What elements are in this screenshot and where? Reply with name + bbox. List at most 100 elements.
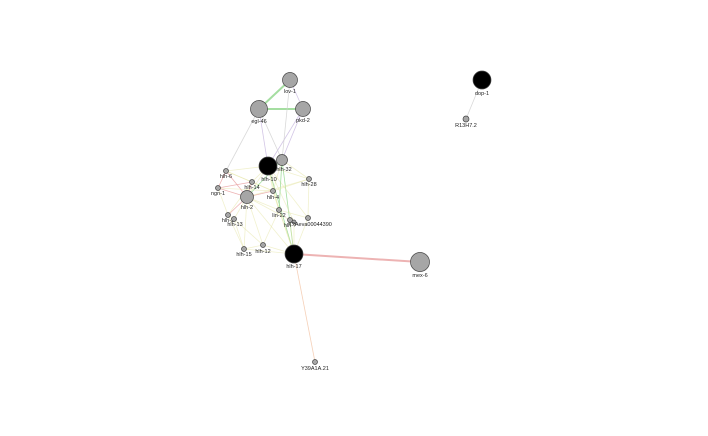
node-circle[interactable] — [305, 215, 311, 221]
edge-hlh-17-mex-6[interactable] — [293, 253, 421, 263]
edge-lin-22-cr44390[interactable] — [278, 209, 309, 219]
edge-hlh-32-lin-22[interactable] — [278, 159, 283, 211]
node-label: hlh-13 — [227, 222, 242, 228]
edge-hlh-14-hlh-3[interactable] — [227, 181, 253, 216]
node-circle[interactable] — [250, 100, 268, 118]
node-hlh-14[interactable]: hlh-14 — [244, 179, 260, 192]
node-hlh-3[interactable]: hlh-3 — [222, 212, 234, 225]
node-circle[interactable] — [215, 185, 221, 191]
edge-hlh-13-hlh-15[interactable] — [233, 218, 245, 250]
node-label: dop-1 — [475, 91, 489, 97]
node-label: hlh-? — [284, 223, 296, 229]
node-circle[interactable] — [270, 188, 276, 194]
node-label: hlh-4 — [267, 195, 279, 201]
edge-hlh-17-Y39A1A.21[interactable] — [293, 253, 316, 363]
node-label: hlh-14 — [244, 185, 259, 191]
edge-pkd-2-hlh-32[interactable] — [281, 108, 304, 161]
node-pkd-2[interactable]: pkd-2 — [295, 101, 311, 125]
node-label: Y?Aeva00044390 — [288, 222, 332, 228]
node-label: hlh-28 — [301, 182, 316, 188]
node-circle[interactable] — [260, 242, 266, 248]
node-hlh-13[interactable]: hlh-13 — [227, 216, 243, 229]
node-Y39A1A.21[interactable]: Y39A1A.21 — [301, 359, 329, 373]
edge-hlh-3-hlh-15[interactable] — [227, 214, 245, 250]
edge-pkd-2-hlh-10[interactable] — [267, 108, 304, 167]
edge-ngn-1-hlh-4[interactable] — [217, 187, 274, 192]
node-egl-46[interactable]: egl-46 — [250, 100, 268, 126]
edge-hlh-2-hlh-28[interactable] — [246, 178, 310, 198]
node-circle[interactable] — [282, 72, 298, 88]
node-circle[interactable] — [462, 115, 470, 123]
node-label: R13H7.2 — [455, 123, 477, 129]
node-label: hlh-15 — [236, 252, 251, 258]
edge-hlh-x-hlh-2[interactable] — [246, 196, 291, 221]
node-label: hlh-2 — [241, 205, 253, 211]
node-label: hlh-17 — [286, 264, 301, 270]
node-circle[interactable] — [249, 179, 255, 185]
node-circle[interactable] — [312, 359, 318, 365]
edge-hlh-2-hlh-15[interactable] — [243, 196, 248, 250]
node-cr44390[interactable]: Y?Aeva00044390 — [288, 215, 332, 229]
node-label: hlh-3 — [222, 218, 234, 224]
node-circle[interactable] — [306, 176, 312, 182]
edge-ngn-1-hlh-14[interactable] — [217, 181, 253, 189]
node-label: mex-6 — [412, 273, 427, 279]
edge-hlh-6-ngn-1[interactable] — [217, 170, 227, 189]
node-circle[interactable] — [276, 154, 288, 166]
node-label: ngn-1 — [211, 191, 225, 197]
edge-lov-1-hlh-32[interactable] — [281, 79, 291, 161]
node-circle[interactable] — [240, 190, 254, 204]
node-lov-1[interactable]: lov-1 — [282, 72, 298, 96]
node-circle[interactable] — [291, 219, 297, 225]
node-hlh-6[interactable]: hlh-6 — [220, 168, 232, 181]
node-ngn-1[interactable]: ngn-1 — [211, 185, 225, 198]
node-hlh-15[interactable]: hlh-15 — [236, 246, 252, 259]
node-label: hlh-32 — [276, 167, 291, 173]
edge-hlh-28-cr44390[interactable] — [307, 178, 310, 219]
node-label: hlh-10 — [261, 177, 276, 183]
node-label: pkd-2 — [296, 118, 310, 124]
node-circle[interactable] — [284, 244, 304, 264]
edge-hlh-2-hlh-17[interactable] — [246, 196, 295, 255]
node-hlh-28[interactable]: hlh-28 — [301, 176, 317, 189]
node-label: Y39A1A.21 — [301, 366, 329, 372]
edge-egl-46-hlh-6[interactable] — [225, 108, 260, 172]
node-hlh-12[interactable]: hlh-12 — [255, 242, 271, 256]
node-hlh-17[interactable]: hlh-17 — [284, 244, 304, 270]
edge-ngn-1-hlh-3[interactable] — [217, 187, 229, 216]
node-hlh-4[interactable]: hlh-4 — [267, 188, 279, 202]
node-circle[interactable] — [258, 156, 278, 176]
edge-hlh-10-cr44390[interactable] — [267, 165, 309, 219]
edge-egl-46-hlh-10[interactable] — [258, 108, 269, 167]
edge-hlh-12-lin-22[interactable] — [262, 209, 280, 246]
node-circle[interactable] — [225, 212, 231, 218]
node-dop-1[interactable]: dop-1 — [472, 70, 492, 97]
node-hlh-32[interactable]: hlh-32 — [276, 154, 292, 174]
node-circle[interactable] — [231, 216, 237, 222]
node-hlh-x[interactable]: hlh-? — [284, 217, 296, 230]
edge-egl-46-hlh-32[interactable] — [258, 108, 283, 161]
node-label: lov-1 — [284, 89, 296, 95]
edge-hlh-13-hlh-12[interactable] — [233, 218, 264, 246]
node-mex-6[interactable]: mex-6 — [410, 252, 430, 280]
node-label: hlh-12 — [255, 249, 270, 255]
edge-hlh-2-hlh-12[interactable] — [246, 196, 264, 246]
node-circle[interactable] — [241, 246, 247, 252]
node-circle[interactable] — [295, 101, 311, 117]
node-circle[interactable] — [410, 252, 430, 272]
node-R13H7.2[interactable]: R13H7.2 — [455, 115, 477, 129]
node-circle[interactable] — [287, 217, 293, 223]
node-circle[interactable] — [276, 207, 282, 213]
node-hlh-2[interactable]: hlh-2 — [240, 190, 254, 212]
edge-hlh-15-hlh-12[interactable] — [243, 244, 264, 250]
node-circle[interactable] — [223, 168, 229, 174]
node-label: hlh-6 — [220, 174, 232, 180]
node-circle[interactable] — [472, 70, 492, 90]
node-CELE[interactable] — [291, 219, 297, 225]
node-lin-22[interactable]: lin-22 — [272, 207, 286, 220]
node-hlh-10[interactable]: hlh-10 — [258, 156, 278, 183]
node-label: egl-46 — [251, 119, 266, 125]
